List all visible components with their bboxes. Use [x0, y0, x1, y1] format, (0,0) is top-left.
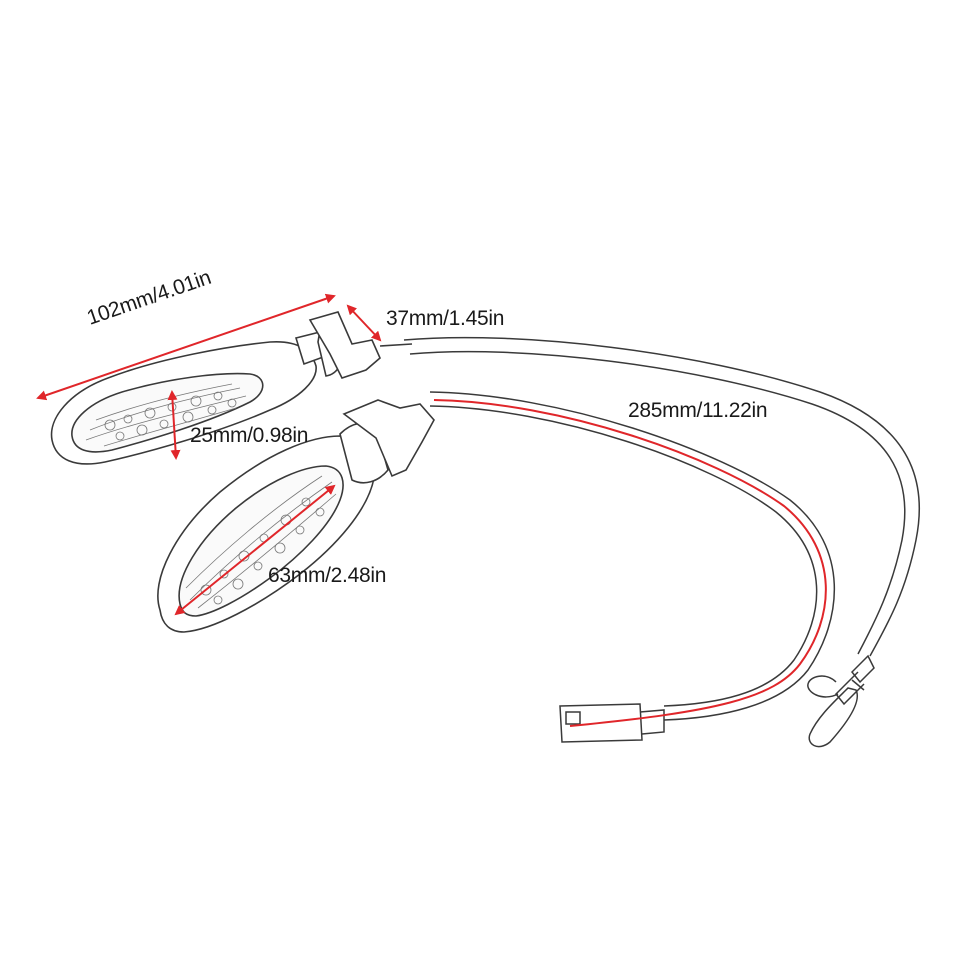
overall-length-arrow — [36, 293, 336, 401]
stem-length-label: 37mm/1.45in — [386, 307, 505, 330]
upper-cable — [403, 336, 920, 748]
dimension-lines — [36, 293, 827, 727]
lens-length-label: 63mm/2.48in — [268, 564, 387, 587]
stem-length-arrow — [346, 304, 382, 342]
width-label: 25mm/0.98in — [190, 424, 309, 447]
cable-length-label: 285mm/11.22in — [628, 399, 768, 422]
lower-cable — [429, 391, 836, 743]
cable-length-line — [433, 399, 827, 727]
lens-length-arrow — [174, 484, 336, 616]
width-arrow — [167, 390, 181, 460]
